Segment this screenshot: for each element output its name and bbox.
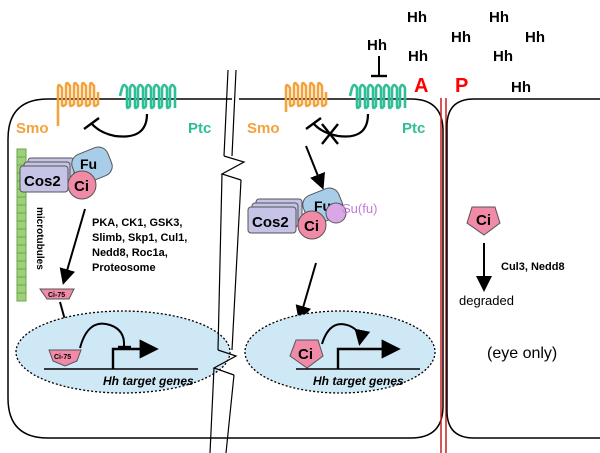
right-cell-membrane [446, 98, 600, 439]
ci-activator [289, 339, 324, 369]
break-zigzag [220, 155, 246, 181]
degraded-label: degraded [459, 293, 514, 308]
ci-protein [67, 170, 97, 200]
inhibition-bar [83, 117, 100, 130]
block-x-mark [321, 123, 339, 145]
transcription-start-arrow [111, 339, 159, 369]
repression-arc [79, 322, 126, 349]
break-line [217, 173, 223, 351]
ci-nucleus-label: Ci [298, 346, 313, 363]
break-line [231, 179, 242, 351]
sufu-label: Su(fu) [342, 201, 377, 216]
target-genes-label: Hh target genes [103, 374, 194, 388]
ptc-label: Ptc [188, 120, 211, 137]
ci-protein [466, 206, 501, 236]
break-line [209, 367, 215, 453]
smo-receptor [284, 81, 328, 112]
nucleus [244, 310, 436, 394]
cos2-box [19, 165, 69, 193]
hh-signal: Hh [408, 48, 428, 65]
microtubules-label: microtubules [34, 207, 45, 270]
hh-signal: Hh [493, 48, 513, 65]
hh-signal: Hh [511, 79, 531, 96]
hh-signal: Hh [489, 9, 509, 26]
nucleus [15, 310, 231, 394]
cos2-label: Cos2 [24, 173, 61, 190]
smo-label: Smo [247, 120, 280, 137]
kinases-line: Nedd8, Roc1a, [92, 247, 168, 259]
ci-label: Ci [74, 178, 89, 195]
kinases-line: PKA, CK1, GSK3, [92, 217, 182, 229]
eye-only-note: (eye only) [487, 345, 557, 362]
smo-receptor [56, 81, 100, 126]
ci75-label: Ci-75 [48, 292, 65, 299]
break-line [225, 374, 235, 453]
microtubule-stripes [17, 156, 26, 294]
blocked-inhibition-line [313, 113, 370, 138]
ci75-nucleus-label: Ci-75 [54, 354, 71, 361]
hh-inhibitor-label: Hh [367, 37, 387, 54]
ptc-receptor [348, 83, 407, 110]
ci-protein [297, 210, 327, 240]
middle-cell-membrane [232, 98, 444, 439]
ci-activation-arrow [295, 262, 317, 322]
degraders-label: Cul3, Nedd8 [501, 261, 565, 273]
ci75-repressor [48, 349, 82, 367]
break-line [231, 69, 237, 157]
hh-signal: Hh [407, 9, 427, 26]
ptc-label: Ptc [402, 120, 425, 137]
ptc-inhibits-smo-line [91, 113, 149, 138]
sufu-protein [325, 202, 347, 224]
break-zigzag [212, 349, 238, 376]
hh-signal: Hh [451, 29, 471, 46]
ptc-receptor [118, 83, 177, 110]
ci-label: Ci [476, 212, 491, 229]
hh-signal: Hh [525, 29, 545, 46]
anterior-label: A [414, 75, 428, 97]
break-line [223, 69, 229, 157]
posterior-label: P [455, 75, 468, 97]
left-cell-membrane [7, 98, 232, 439]
ci-label: Ci [304, 218, 319, 235]
transcription-start-arrow [336, 339, 401, 369]
cos2-label: Cos2 [252, 214, 289, 231]
ci75-fragment [39, 288, 75, 300]
inhibition-bar [305, 117, 322, 130]
processing-arrow [59, 208, 86, 285]
activation-arrow [305, 145, 325, 190]
kinases-line: Slimb, Skp1, Cul1, [92, 232, 187, 244]
smo-label: Smo [16, 120, 49, 137]
kinases-line: Proteosome [92, 262, 156, 274]
fu-label: Fu [80, 156, 97, 172]
activation-arc [321, 323, 371, 346]
target-genes-label: Hh target genes [313, 374, 404, 388]
cos2-box [247, 206, 297, 234]
microtubule-bar [16, 148, 27, 302]
